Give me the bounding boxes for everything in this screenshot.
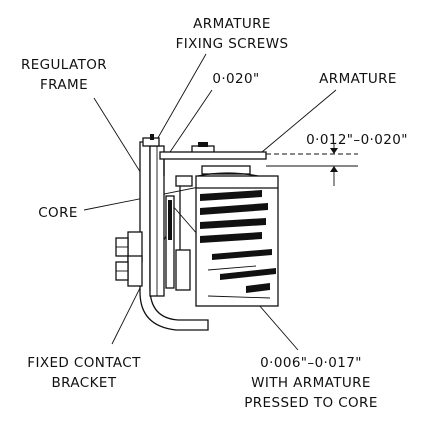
label-armature-gap: 0·012"–0·020" (306, 132, 408, 148)
leader-gap-0020 (167, 89, 213, 156)
label-regulator-frame-line1: REGULATOR (21, 57, 107, 73)
label-fixed-contact-bracket-line1: FIXED CONTACT (27, 355, 141, 371)
leader-fixing-screws (154, 53, 207, 144)
label-armature-fixing-screws-line1: ARMATURE (193, 16, 271, 32)
coil-winding (195, 175, 279, 307)
label-contact-gap-line3: PRESSED TO CORE (244, 395, 378, 411)
fixed-contact-bracket-screws (115, 231, 143, 287)
core-pole-face (197, 165, 259, 177)
leader-armature (261, 89, 337, 153)
armature-fixing-screw-heads (142, 134, 215, 155)
label-core: CORE (38, 205, 78, 221)
label-armature: ARMATURE (319, 71, 397, 87)
label-contact-gap-line1: 0·006"–0·017" (260, 355, 362, 371)
armature-gap-dimension (266, 144, 358, 186)
label-regulator-frame-line2: FRAME (40, 77, 88, 93)
label-gap-0020: 0·020" (212, 71, 259, 87)
contact-blades (165, 175, 193, 291)
label-contact-gap-line2: WITH ARMATURE (251, 375, 371, 391)
label-armature-fixing-screws-line2: FIXING SCREWS (176, 36, 289, 52)
armature (159, 151, 267, 176)
label-fixed-contact-bracket-line2: BRACKET (52, 375, 117, 391)
